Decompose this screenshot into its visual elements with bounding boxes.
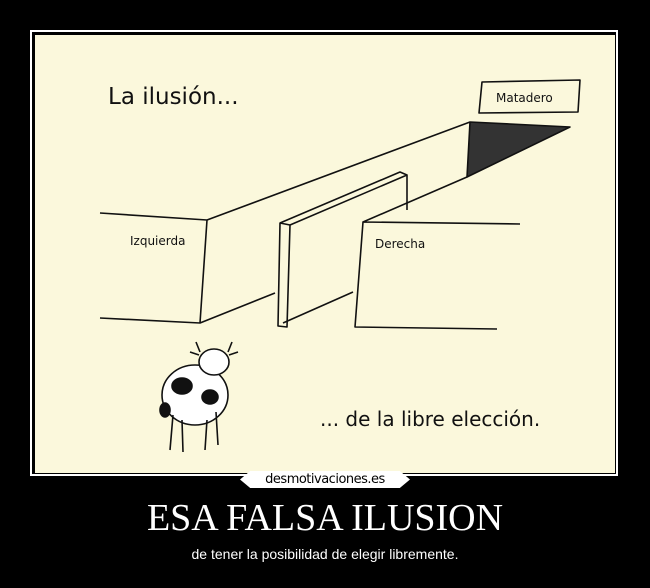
caption-text: ... de la libre elección. [320,407,540,431]
middle-panel [277,171,408,328]
heading-text: La ilusión... [108,84,239,110]
corridor-end [466,121,571,178]
left-label: Izquierda [130,234,185,248]
matadero-sign [478,79,581,114]
right-wall [282,176,521,330]
poster-subtitle: de tener la posibilidad de elegir librem… [191,546,459,562]
site-logo: desmotivaciones.es [240,471,410,488]
left-wall [99,121,471,324]
poster-title: ESA FALSA ILUSION [146,497,504,539]
right-label: Derecha [375,237,425,251]
cow-drawing [159,341,239,453]
cartoon-drawing: La ilusión... Matadero Izquierda Derecha… [99,79,581,453]
sign-text: Matadero [496,91,553,105]
cartoon-image: La ilusión... Matadero Izquierda Derecha… [35,35,615,473]
